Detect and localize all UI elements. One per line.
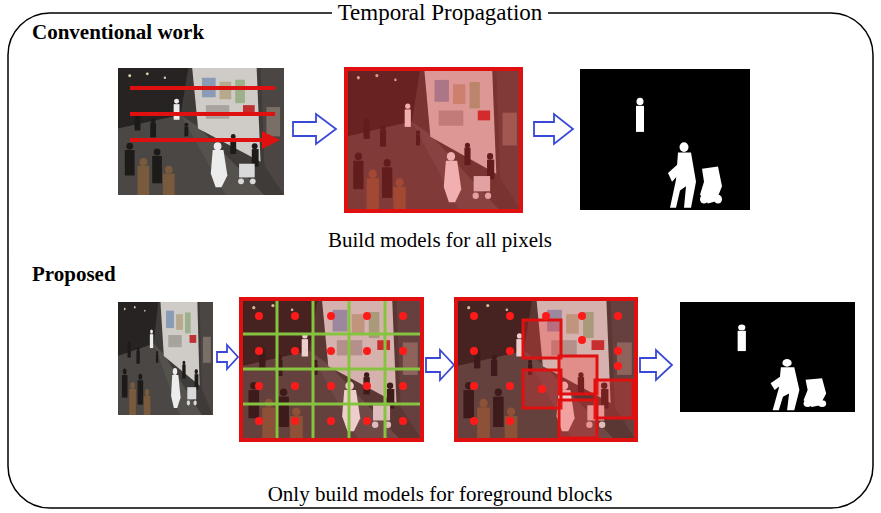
foreground-block-frame (470, 347, 478, 355)
block-grid-frame (363, 382, 371, 390)
foreground-block-frame (578, 336, 586, 344)
block-grid-frame (243, 403, 420, 406)
input-frame (130, 86, 275, 90)
input-frame (118, 68, 284, 195)
block-grid-frame (255, 312, 407, 425)
pixel-model-frame (346, 69, 521, 211)
mask-frame (680, 302, 855, 412)
input-frame (262, 131, 280, 149)
input-frame (130, 138, 262, 142)
block-grid-frame (291, 312, 299, 320)
block-grid-frame (243, 301, 420, 438)
block-grid-frame (327, 312, 335, 320)
foreground-block-frame (614, 312, 622, 320)
hollow-arrow (293, 114, 336, 144)
block-grid-frame (241, 299, 422, 440)
foreground-block-frame (542, 312, 550, 320)
hollow-arrow (426, 350, 454, 380)
input-frame (118, 302, 213, 415)
block-grid-frame (399, 382, 407, 390)
pixel-model-frame (346, 69, 521, 211)
input-frame (130, 88, 280, 149)
hollow-arrow (640, 350, 672, 380)
mask-frame (680, 302, 855, 412)
foreground-block-frame (559, 400, 597, 438)
foreground-block-frame (470, 312, 478, 320)
input-frame (130, 112, 275, 116)
foreground-block-frame (614, 362, 622, 370)
foreground-block-frame (523, 370, 561, 408)
foreground-block-frame (595, 380, 633, 418)
hollow-arrow (217, 345, 238, 369)
foreground-block-frame (523, 320, 633, 438)
foreground-block-frame (614, 347, 622, 355)
caption-text: Build models for all pixels (328, 228, 552, 252)
foreground-block-frame (523, 320, 561, 358)
input-frame (118, 68, 284, 195)
block-grid-frame (399, 347, 407, 355)
foreground-block-frame (506, 312, 514, 320)
foreground-block-frame (456, 299, 636, 440)
pixel-model-frame (346, 69, 521, 211)
block-grid-frame (255, 417, 263, 425)
foreground-block-frame (506, 382, 514, 390)
block-grid-frame (243, 333, 420, 336)
block-grid-frame (363, 312, 371, 320)
mask-frame (580, 69, 750, 210)
foreground-block-frame (456, 299, 636, 440)
foreground-block-frame (506, 417, 514, 425)
section-heading: Proposed (32, 262, 116, 286)
foreground-block-frame (470, 382, 478, 390)
block-grid-frame (255, 312, 263, 320)
foreground-block-frame (470, 312, 622, 425)
block-grid-frame (363, 347, 371, 355)
hollow-arrow (534, 114, 573, 144)
foreground-block-frame (506, 347, 514, 355)
foreground-block-frame (456, 299, 636, 440)
section-heading: Conventional work (32, 20, 204, 44)
block-grid-frame (399, 312, 407, 320)
block-grid-frame (255, 347, 263, 355)
block-grid-frame (241, 299, 422, 440)
block-grid-frame (255, 382, 263, 390)
block-grid-frame (291, 382, 299, 390)
outer-frame (8, 13, 873, 508)
frame-title: Temporal Propagation (332, 0, 549, 26)
block-grid-frame (241, 299, 422, 440)
caption-text: Only build models for foreground blocks (268, 482, 613, 506)
foreground-block-frame (456, 299, 636, 440)
foreground-block-frame (538, 385, 546, 393)
block-grid-frame (327, 347, 335, 355)
block-grid-frame (399, 417, 407, 425)
foreground-block-frame (559, 356, 597, 394)
block-grid-frame (243, 368, 420, 371)
input-frame (118, 302, 213, 415)
block-grid-frame (241, 299, 422, 440)
foreground-block-frame (470, 417, 478, 425)
pixel-model-frame (346, 69, 521, 211)
block-grid-frame (363, 417, 371, 425)
mask-frame (580, 69, 750, 210)
block-grid-frame (291, 417, 299, 425)
block-grid-frame (327, 417, 335, 425)
foreground-block-frame (578, 312, 586, 320)
block-grid-frame (291, 347, 299, 355)
outer-frame (8, 13, 873, 508)
block-grid-frame (327, 382, 335, 390)
